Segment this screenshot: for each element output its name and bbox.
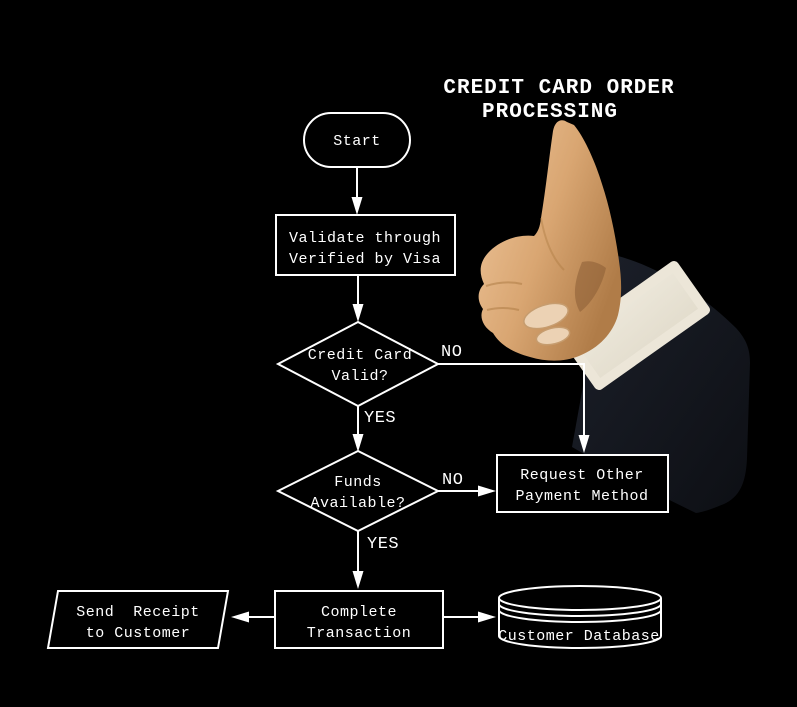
node-complete-label-line1: Complete	[321, 604, 397, 621]
arrowhead	[578, 435, 590, 453]
arrowhead	[352, 571, 364, 589]
node-database-label: Customer Database	[498, 628, 660, 645]
edge-label-no: NO	[442, 471, 463, 490]
node-card-valid: Credit Card Valid?	[275, 320, 441, 408]
edge-funds-yes: YES	[352, 531, 399, 589]
knuckle-crease-line	[486, 307, 520, 311]
edge-card-valid-yes: YES	[352, 406, 396, 452]
arrowhead	[352, 434, 364, 452]
edge-label-yes: YES	[367, 535, 399, 554]
edge-label-no: NO	[441, 343, 462, 362]
input-output-shape	[46, 590, 230, 649]
diagram-title-line1: CREDIT CARD ORDER	[443, 77, 674, 100]
arrowhead	[231, 611, 249, 623]
node-validate-label-line2: Verified by Visa	[289, 251, 441, 268]
decision-shape	[275, 449, 441, 533]
node-complete-label-line2: Transaction	[307, 625, 412, 642]
node-complete-transaction: Complete Transaction	[274, 590, 444, 649]
edge-validate-to-card-valid	[352, 275, 364, 322]
database-ring	[498, 609, 662, 623]
process-shape	[275, 214, 456, 276]
node-funds-label-line1: Funds	[334, 474, 382, 491]
edge-line	[438, 363, 585, 437]
arrowhead	[351, 197, 363, 215]
node-receipt-label-line1: Send Receipt	[76, 604, 200, 621]
node-card-valid-label-line1: Credit Card	[308, 347, 413, 364]
node-request-other-payment: Request Other Payment Method	[496, 454, 669, 513]
edge-funds-no: NO	[438, 471, 496, 497]
node-send-receipt: Send Receipt to Customer	[46, 590, 230, 649]
thumb-shadow-image	[574, 261, 606, 312]
node-validate-label-line1: Validate through	[289, 230, 441, 247]
process-shape	[274, 590, 444, 649]
node-receipt-label-line2: to Customer	[86, 625, 191, 642]
diagram-title-line2: PROCESSING	[482, 101, 618, 124]
node-card-valid-label-line2: Valid?	[331, 368, 388, 385]
node-start-label: Start	[333, 133, 381, 150]
node-customer-database: Customer Database	[498, 585, 662, 649]
node-start: Start	[303, 112, 411, 168]
node-request-label-line2: Payment Method	[515, 488, 648, 505]
finger-crease-line	[540, 217, 565, 271]
arrowhead	[478, 485, 496, 497]
fingernail-image	[523, 302, 569, 330]
edge-complete-to-database	[443, 611, 496, 623]
edge-complete-to-receipt	[231, 611, 275, 623]
node-validate: Validate through Verified by Visa	[275, 214, 456, 276]
process-shape	[496, 454, 669, 513]
node-funds-available: Funds Available?	[275, 449, 441, 533]
edge-card-valid-no: NO	[438, 343, 590, 453]
hand-photo	[478, 120, 750, 513]
fingernail-image	[535, 326, 571, 346]
decision-shape	[275, 320, 441, 408]
node-funds-label-line2: Available?	[310, 495, 405, 512]
terminator-shape	[303, 112, 411, 168]
database-top-shape	[498, 585, 662, 611]
edge-start-to-validate	[351, 167, 363, 215]
database-ring	[498, 603, 662, 617]
knuckle-crease-line	[485, 281, 523, 287]
arrowhead	[478, 611, 496, 623]
node-request-label-line1: Request Other	[520, 467, 644, 484]
arrowhead	[352, 304, 364, 322]
edge-label-yes: YES	[364, 409, 396, 428]
